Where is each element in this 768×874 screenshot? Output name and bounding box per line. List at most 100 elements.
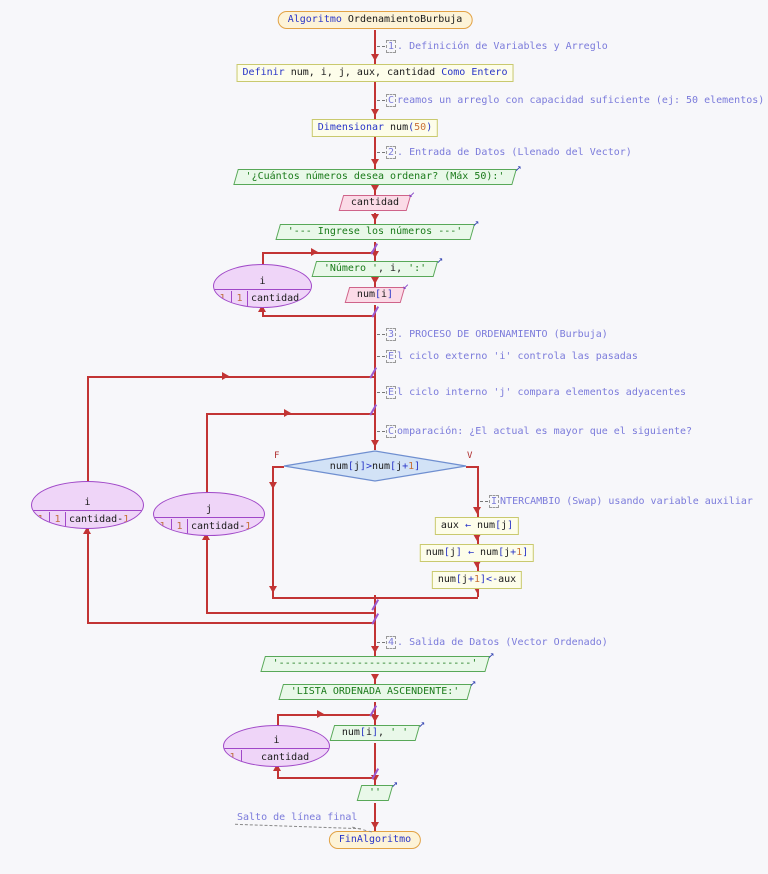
loop-step: 1	[50, 512, 66, 527]
branch-label-false: F	[274, 451, 280, 461]
input-loop-ellipse[interactable]: i 1 1 cantidad	[213, 264, 312, 308]
branch-line	[477, 466, 479, 517]
numero-prompt-output[interactable]: 'Número ', i, ':' ↗	[311, 253, 443, 277]
print-num-output[interactable]: num[i], ' ' ↗	[329, 717, 425, 741]
comment-connector	[480, 501, 488, 502]
condition-decision[interactable]: num[j]>num[j+1]	[283, 450, 467, 482]
loop-to: cantidad-1	[191, 521, 252, 532]
arrowhead	[222, 372, 229, 380]
flow-line	[374, 743, 376, 785]
branch-line	[272, 597, 478, 599]
loop-line	[206, 532, 208, 612]
output-arrow-icon: ↗	[436, 253, 444, 266]
output-arrow-icon: ↗	[418, 717, 426, 730]
ask-count-output[interactable]: '¿Cuántos números desea ordenar? (Máx 50…	[233, 161, 521, 185]
output-arrow-icon: ↗	[514, 161, 522, 174]
output-arrow-icon: ↗	[391, 777, 399, 790]
comment-final-newline[interactable]: Salto de línea final	[237, 812, 358, 823]
arrowhead	[371, 715, 379, 722]
define-process[interactable]: Definir num, i, j, aux, cantidad Como En…	[236, 64, 514, 82]
loop-to: cantidad	[251, 293, 300, 304]
comment-data-entry[interactable]: 2. Entrada de Datos (Llenado del Vector)	[386, 146, 632, 159]
loop-variable: j	[205, 504, 213, 515]
newline-output[interactable]: '' ↗	[356, 777, 398, 801]
loop-line	[277, 714, 375, 716]
diamond-shape	[283, 450, 467, 482]
cantidad-input[interactable]: cantidad ↙	[338, 187, 415, 211]
arrowhead	[258, 305, 266, 312]
arrowhead	[371, 440, 379, 447]
comment-data-output[interactable]: 4. Salida de Datos (Vector Ordenado)	[386, 636, 608, 649]
start-terminal[interactable]: Algoritmo OrdenamientoBurbuja	[277, 11, 473, 29]
arrowhead	[473, 534, 481, 541]
loop-from: 1	[32, 512, 50, 527]
inner-loop-ellipse[interactable]: j 1 1 cantidad-1	[153, 492, 265, 536]
flow-line	[374, 82, 376, 119]
loop-line	[277, 777, 375, 779]
loop-line	[87, 622, 375, 624]
comment-connector	[377, 392, 385, 393]
arrowhead	[371, 185, 379, 192]
arrowhead	[473, 561, 481, 568]
loop-variable: i	[273, 735, 280, 746]
arrowhead	[284, 409, 291, 417]
arrowhead	[371, 214, 379, 221]
output-arrow-icon: ↗	[487, 648, 495, 661]
comment-sorting-process[interactable]: 3. PROCESO DE ORDENAMIENTO (Burbuja)	[386, 328, 608, 341]
swap-num-j1-process[interactable]: num[j+1]<-aux	[431, 571, 523, 589]
arrowhead	[311, 248, 318, 256]
flow-line	[374, 803, 376, 832]
loop-from: 1	[224, 750, 242, 765]
loop-to: cantidad-1	[69, 514, 130, 525]
sorted-list-output[interactable]: 'LISTA ORDENADA ASCENDENTE:' ↗	[278, 676, 476, 700]
arrowhead	[269, 586, 277, 593]
arrowhead	[371, 54, 379, 61]
comment-connector	[377, 100, 385, 101]
loop-to: cantidad	[261, 752, 310, 763]
branch-line	[272, 466, 274, 597]
swap-num-j-process[interactable]: num[j] ← num[j+1]	[419, 544, 535, 562]
flow-line	[374, 595, 376, 656]
comment-connector	[377, 152, 385, 153]
arrowhead	[273, 764, 281, 771]
arrowhead	[202, 533, 210, 540]
loop-line	[87, 376, 375, 378]
branch-label-true: V	[467, 451, 473, 461]
print-loop-ellipse[interactable]: i 1 cantidad	[223, 725, 330, 767]
loop-line	[277, 714, 279, 727]
loop-line	[87, 376, 89, 483]
comment-definition-variables[interactable]: 1. Definición de Variables y Arreglo	[386, 40, 608, 53]
arrowhead	[269, 482, 277, 489]
loop-from: 1	[214, 291, 232, 306]
swap-aux-process[interactable]: aux ← num[j]	[434, 517, 520, 535]
arrowhead	[371, 159, 379, 166]
end-terminal[interactable]: FinAlgoritmo	[328, 831, 422, 849]
loop-line	[262, 252, 375, 254]
separator-output[interactable]: '--------------------------------' ↗	[260, 648, 494, 672]
flow-line	[374, 30, 376, 64]
arrowhead	[371, 277, 379, 284]
enter-numbers-output[interactable]: '--- Ingrese los números ---' ↗	[275, 216, 479, 240]
output-arrow-icon: ↗	[472, 216, 480, 229]
loop-variable: i	[259, 276, 266, 287]
arrowhead	[371, 822, 379, 829]
flow-line	[374, 137, 376, 169]
arrowhead	[371, 674, 379, 681]
arrowhead	[371, 646, 379, 653]
num-i-input[interactable]: num[i] ↙	[344, 279, 409, 303]
flow-line	[374, 305, 376, 450]
comment-connector	[377, 46, 385, 47]
dimension-process[interactable]: Dimensionar num(50)	[311, 119, 439, 137]
comment-connector	[377, 431, 385, 432]
outer-loop-ellipse[interactable]: i 1 1 cantidad-1	[31, 481, 144, 529]
branch-line	[466, 466, 478, 468]
branch-line	[477, 589, 479, 597]
loop-line	[206, 413, 208, 496]
loop-step: 1	[232, 291, 248, 306]
